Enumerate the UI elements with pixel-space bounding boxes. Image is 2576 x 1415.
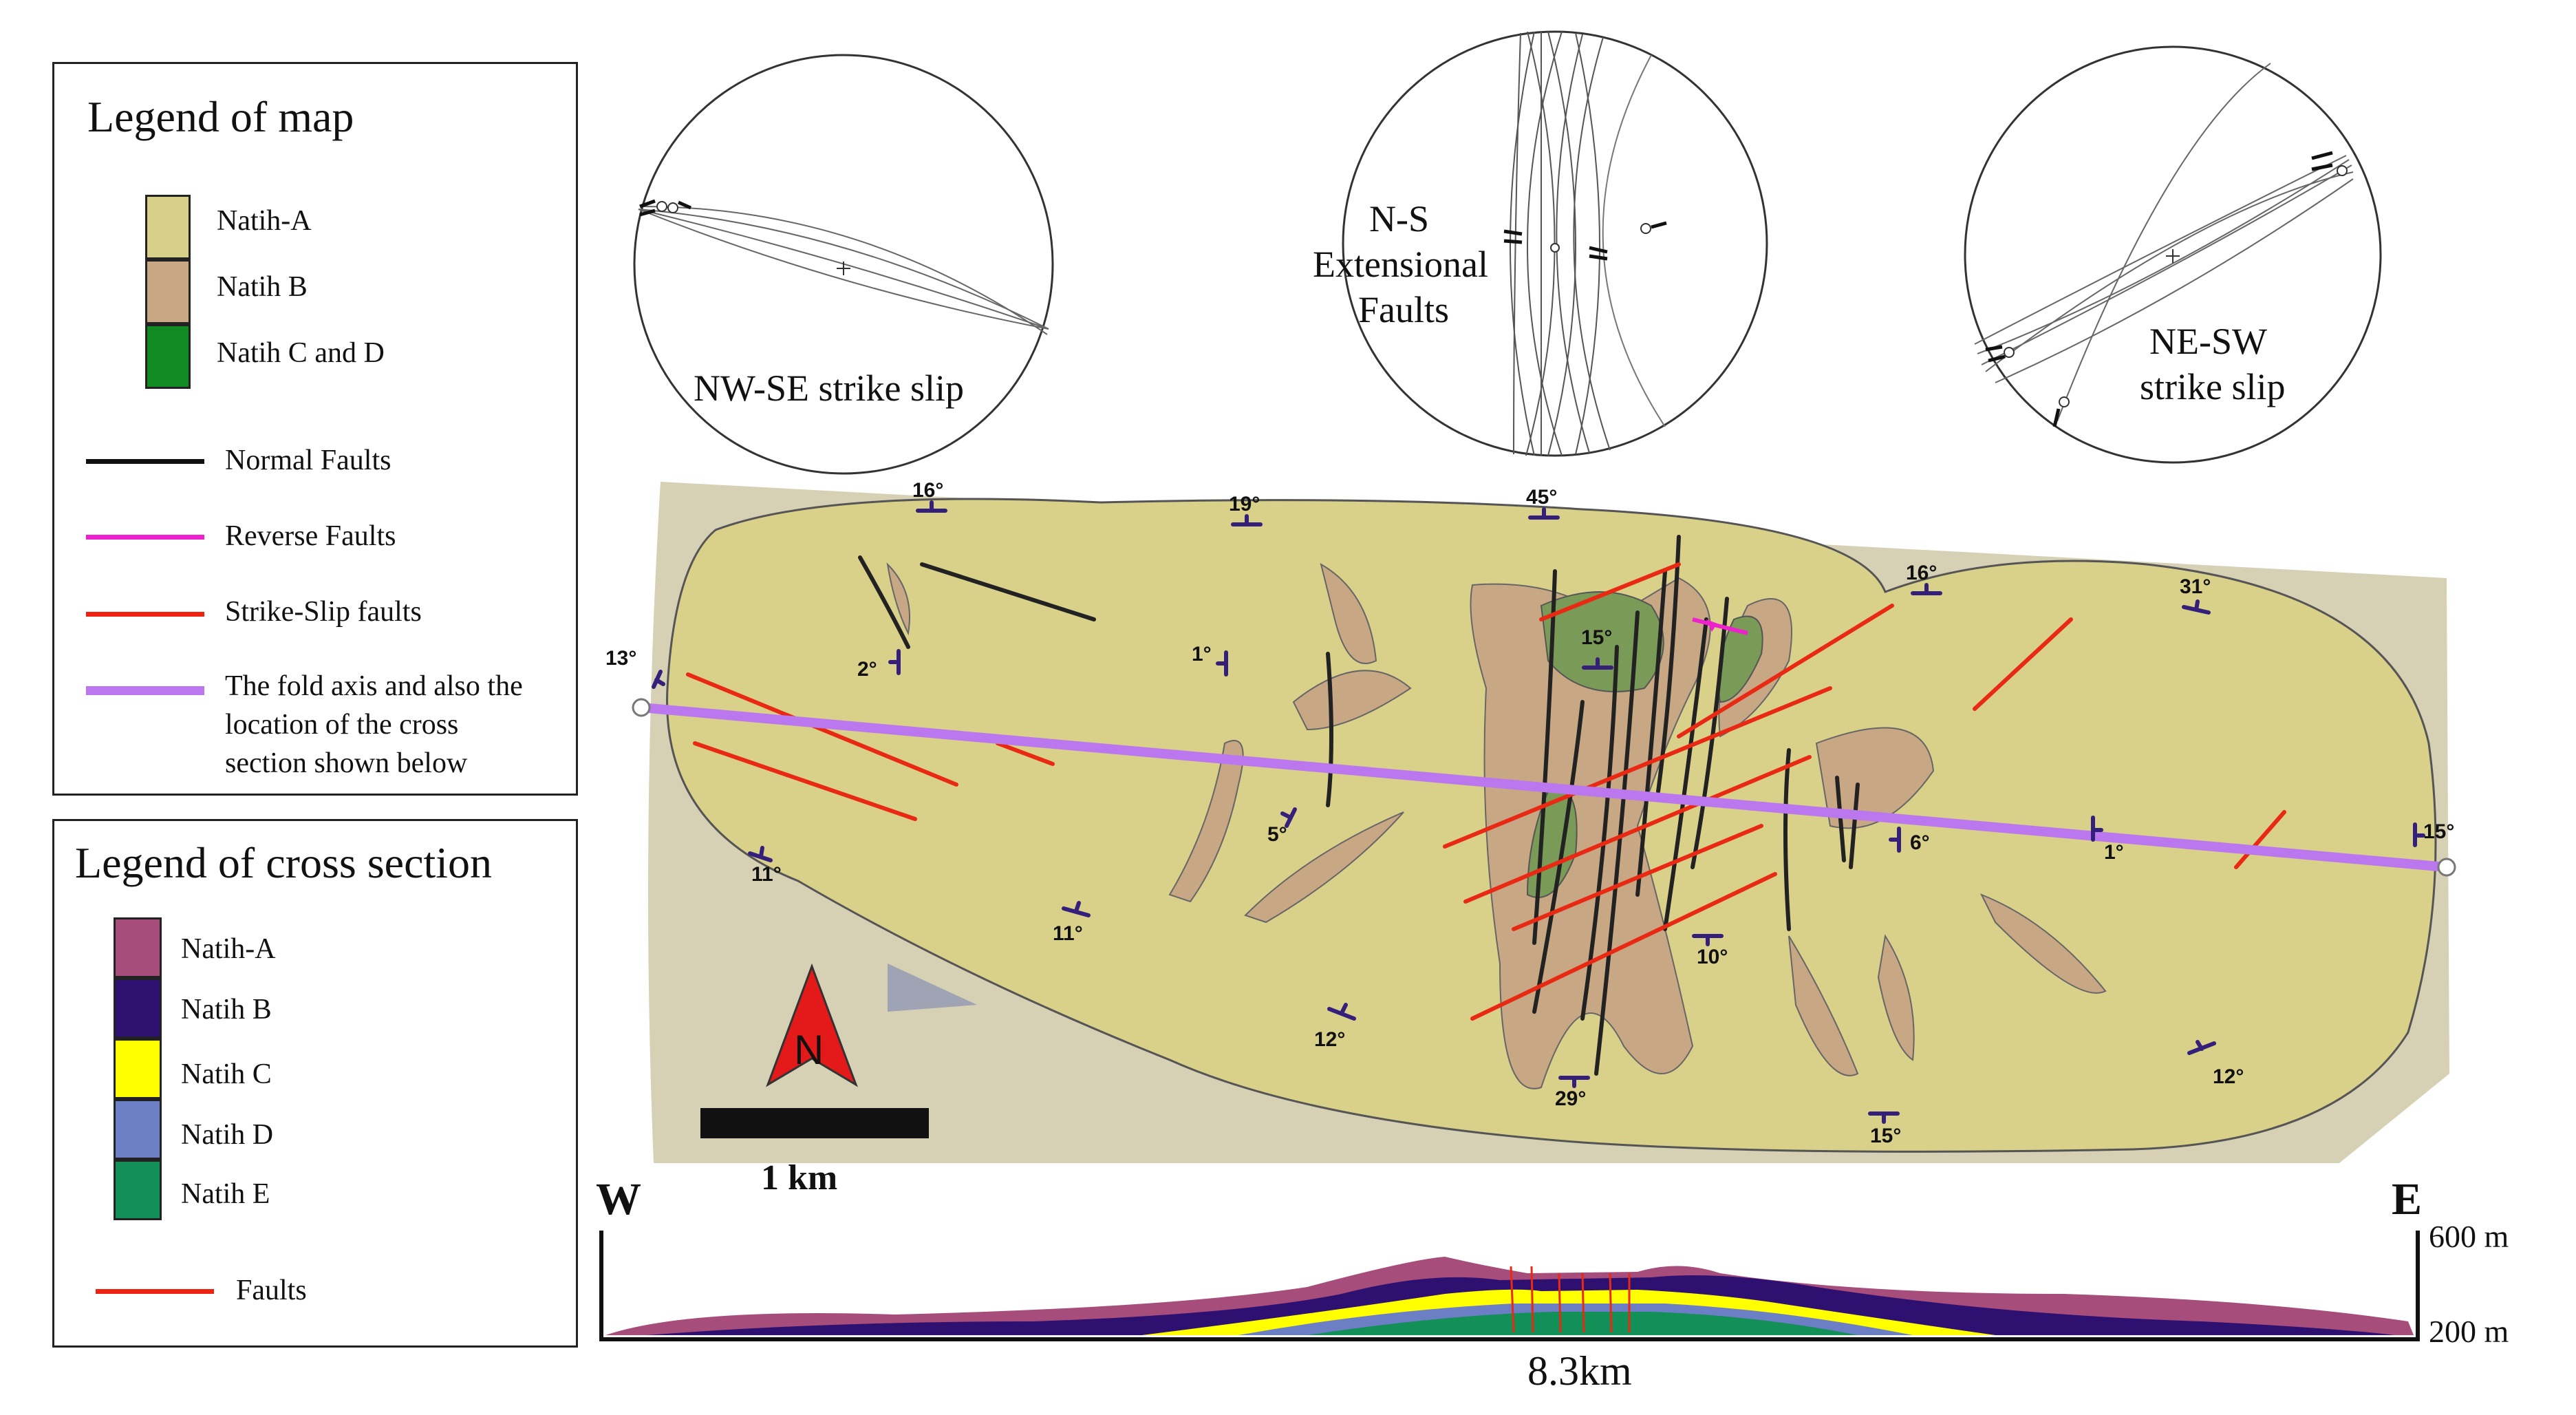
section-label-natih-d: Natih D xyxy=(181,1119,274,1151)
legend-label-fold-axis-1: The fold axis and also the xyxy=(225,670,523,702)
dip-5: 5° xyxy=(1267,823,1287,846)
stereonet-label-ne-sw-2: strike slip xyxy=(2140,366,2286,407)
cross-section-frame xyxy=(599,1231,2420,1341)
dip-12-south: 12° xyxy=(1314,1028,1345,1051)
dip-19: 19° xyxy=(1229,493,1260,515)
stereonet-label-n-s-1: N-S xyxy=(1369,198,1429,240)
dip-13: 13° xyxy=(605,647,636,670)
swatch-natih-a xyxy=(145,195,191,259)
swatch-section-natih-c xyxy=(114,1039,162,1099)
reverse-fault xyxy=(1692,617,1748,635)
dip-12-east: 12° xyxy=(2213,1065,2244,1088)
legend-label-fold-axis-3: section shown below xyxy=(225,747,468,779)
strike-slip-faults xyxy=(686,562,2286,1021)
fold-axis xyxy=(641,703,2447,872)
section-label-natih-e: Natih E xyxy=(181,1178,270,1210)
dip-16-nw: 16° xyxy=(912,479,943,502)
cross-section-west-label: W xyxy=(596,1174,641,1224)
dip-2: 2° xyxy=(857,658,877,681)
section-length-label: 8.3km xyxy=(1527,1348,1632,1394)
swatch-section-natih-e xyxy=(114,1160,162,1220)
dip-6: 6° xyxy=(1910,831,1930,854)
dip-29: 29° xyxy=(1555,1087,1586,1110)
stereonet-nw-se: NW-SE strike slip xyxy=(633,54,1054,475)
stereonet-label-ne-sw-1: NE-SW xyxy=(2149,321,2267,362)
swatch-natih-c-d xyxy=(145,324,191,389)
swatch-section-natih-b xyxy=(114,978,162,1039)
stereonet-n-s: N-S Extensional Faults xyxy=(1313,30,1768,457)
dip-15-center: 15° xyxy=(1581,626,1612,649)
legend-label-reverse-faults: Reverse Faults xyxy=(225,520,396,552)
swatch-section-natih-d xyxy=(114,1099,162,1160)
dip-symbols xyxy=(652,500,2425,1124)
north-arrow-icon xyxy=(766,963,858,1087)
desert-background xyxy=(888,964,977,1012)
cross-section: W E 600 m 200 m 8.3km xyxy=(596,1174,2509,1394)
dip-labels: 16° 19° 45° 16° 31° 13° 2° 1° 15° 5° 11°… xyxy=(605,479,2454,1147)
scale-bar xyxy=(700,1108,929,1138)
fold-axis-east-end xyxy=(2437,858,2456,877)
north-arrow-label: N xyxy=(794,1027,824,1073)
dip-15-south: 15° xyxy=(1870,1125,1901,1147)
top-elevation-label: 600 m xyxy=(2429,1219,2509,1254)
swatch-section-natih-a xyxy=(114,917,162,978)
dip-11-south: 11° xyxy=(1053,922,1083,945)
cross-section-east-label: E xyxy=(2392,1174,2422,1224)
legend-line-reverse-faults xyxy=(86,535,204,540)
base-elevation-label: 200 m xyxy=(2429,1314,2509,1349)
stereonet-label-nw-se: NW-SE strike slip xyxy=(694,368,964,409)
dip-11-west: 11° xyxy=(751,863,782,886)
scale-bar-label: 1 km xyxy=(761,1158,837,1198)
dip-1-west: 1° xyxy=(1192,643,1212,666)
section-label-natih-a: Natih-A xyxy=(181,933,276,965)
fold-axis-west-end xyxy=(632,698,651,717)
section-label-natih-b: Natih B xyxy=(181,994,272,1025)
legend-label-natih-b: Natih B xyxy=(217,271,308,303)
section-legend-title: Legend of cross section xyxy=(75,838,493,887)
dip-45: 45° xyxy=(1526,486,1557,509)
legend-label-natih-a: Natih-A xyxy=(217,205,312,237)
section-label-faults: Faults xyxy=(236,1275,307,1306)
swatch-natih-b xyxy=(145,259,191,324)
north-arrow: N xyxy=(766,963,858,1087)
legend-label-normal-faults: Normal Faults xyxy=(225,445,391,476)
section-label-natih-c: Natih C xyxy=(181,1058,272,1090)
cross-section-legend: Legend of cross section Natih-A Natih B … xyxy=(52,819,578,1348)
section-natih-e xyxy=(1307,1312,1858,1335)
section-faults xyxy=(1510,1266,1631,1333)
normal-faults xyxy=(858,535,1860,1076)
dip-10: 10° xyxy=(1697,946,1728,968)
dip-15-east: 15° xyxy=(2423,820,2454,843)
legend-label-strike-slip-faults: Strike-Slip faults xyxy=(225,596,422,628)
map-legend-title: Legend of map xyxy=(87,92,354,141)
section-legend-line-faults xyxy=(96,1289,214,1294)
stereonet-label-n-s-3: Faults xyxy=(1358,289,1449,330)
dip-1-east: 1° xyxy=(2104,841,2124,864)
legend-line-normal-faults xyxy=(86,459,204,464)
stereonet-label-n-s-2: Extensional xyxy=(1313,244,1488,285)
map-legend: Legend of map Natih-A Natih B Natih C an… xyxy=(52,62,578,796)
legend-label-fold-axis-2: location of the cross xyxy=(225,709,459,741)
legend-line-fold-axis xyxy=(86,686,204,695)
dip-31: 31° xyxy=(2180,575,2211,598)
legend-label-natih-c-d: Natih C and D xyxy=(217,337,385,369)
stereonet-ne-sw: NE-SW strike slip xyxy=(1964,45,2382,464)
geologic-map: 16° 19° 45° 16° 31° 13° 2° 1° 15° 5° 11°… xyxy=(605,479,2456,1198)
legend-line-strike-slip-faults xyxy=(86,612,204,617)
dip-16-ne: 16° xyxy=(1906,562,1937,584)
